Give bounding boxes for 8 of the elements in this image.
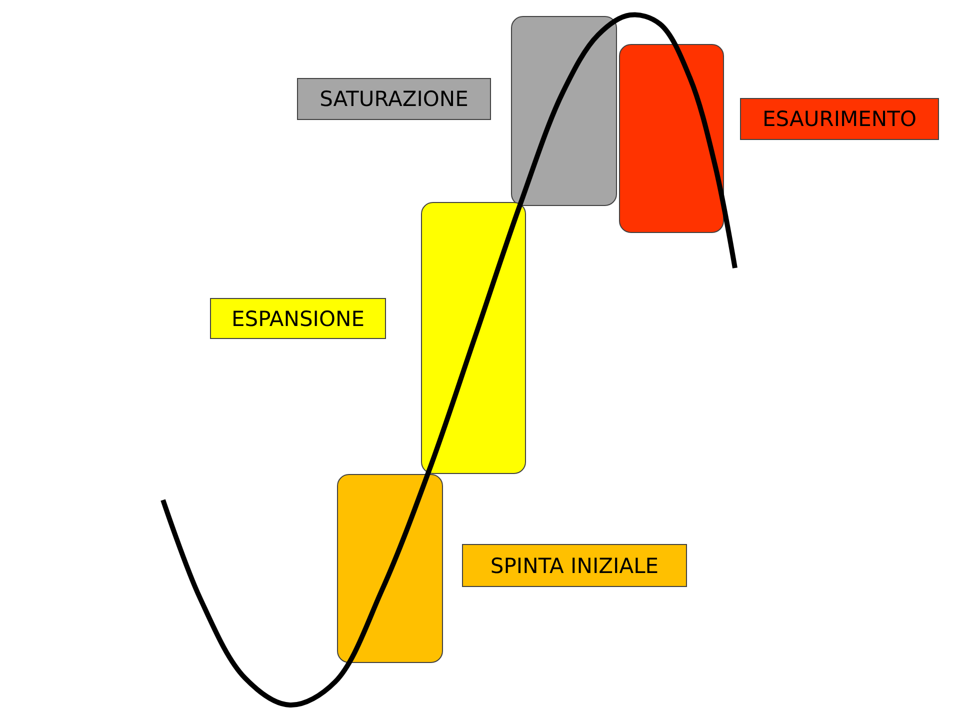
stage-label: ESAURIMENTO <box>740 98 939 140</box>
stage-label: SATURAZIONE <box>297 78 491 120</box>
stage-label: ESPANSIONE <box>210 298 386 339</box>
rounded-rectangle <box>337 474 443 663</box>
stage-label: SPINTA INIZIALE <box>462 544 687 587</box>
rounded-rectangle <box>619 44 724 233</box>
rounded-rectangle <box>511 16 617 206</box>
rounded-rectangle <box>421 202 526 474</box>
